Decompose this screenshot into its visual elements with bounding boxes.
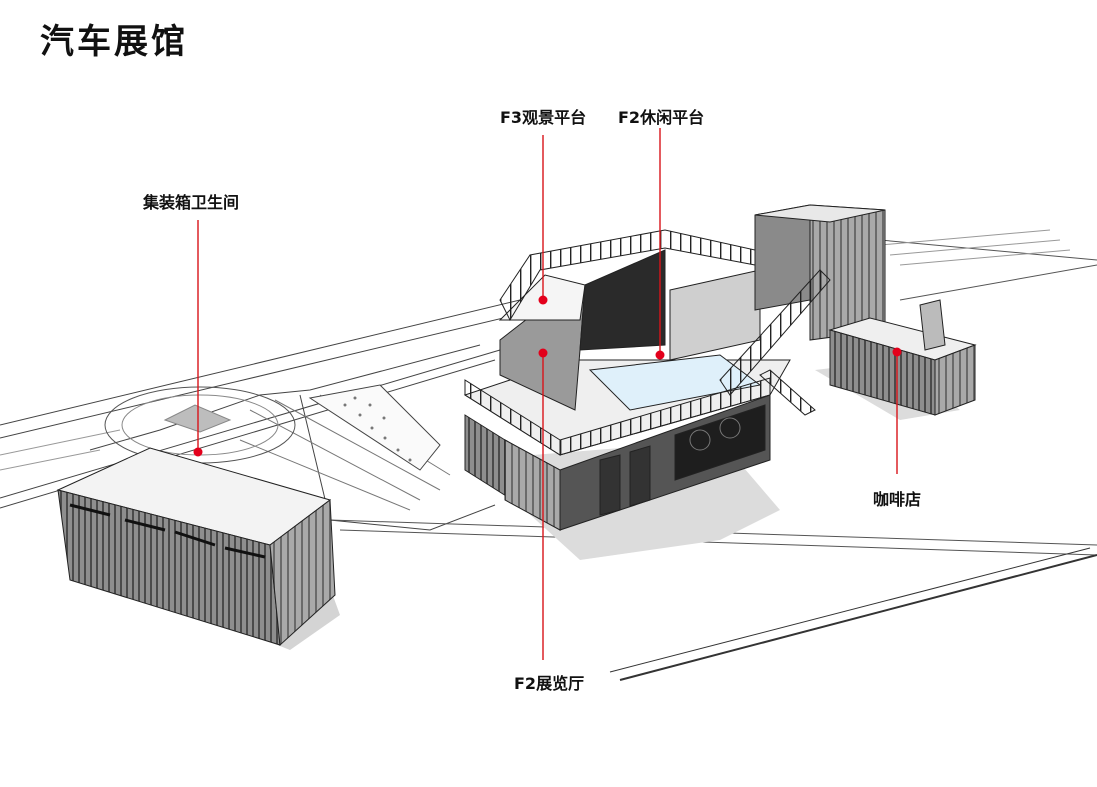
marker-f3-platform <box>538 295 548 305</box>
toilet-container <box>56 447 336 647</box>
markers <box>193 295 902 457</box>
cafe-container <box>828 299 977 416</box>
callout-cafe: 咖啡店 <box>873 490 922 509</box>
callout-f3-platform: F3观景平台 <box>500 108 587 127</box>
callout-toilet: 集装箱卫生间 <box>143 193 240 212</box>
callout-f2-hall: F2展览厅 <box>514 674 585 693</box>
exhibition-building <box>463 204 886 531</box>
marker-f2-platform <box>655 350 665 360</box>
leader-lines <box>197 128 898 660</box>
page-title: 汽车展馆 <box>40 22 188 62</box>
marker-f2-hall <box>538 348 548 358</box>
callout-f2-platform: F2休闲平台 <box>618 108 705 127</box>
marker-toilet <box>193 447 203 457</box>
marker-cafe <box>892 347 902 357</box>
